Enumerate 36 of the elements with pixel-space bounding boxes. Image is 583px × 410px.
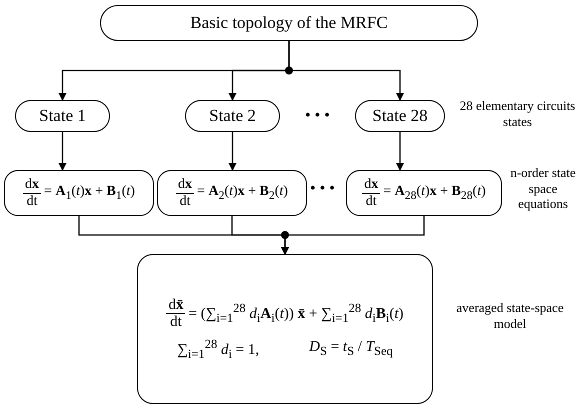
topology-box bbox=[100, 5, 478, 41]
side-note: n-order state space equations bbox=[509, 165, 577, 212]
equation-box bbox=[346, 170, 502, 216]
side-note: 28 elementary circuits states bbox=[458, 98, 576, 130]
fraction-denominator: dt bbox=[366, 194, 377, 209]
model-box bbox=[137, 254, 433, 404]
fraction-denominator: dt bbox=[180, 194, 190, 209]
arrow bbox=[58, 132, 66, 171]
equation: D$_{S}$ = t$_{S}$ / T$_{Seq}$ bbox=[309, 339, 393, 359]
equation: = A$_{28}$(t)x + B$_{28}$(t) bbox=[383, 184, 486, 202]
ellipsis: • • • bbox=[305, 107, 330, 125]
box-label: Basic topology of the MRFC bbox=[190, 13, 388, 33]
box-label: State 28 bbox=[372, 106, 428, 126]
fraction-denominator: dt bbox=[170, 314, 182, 330]
fraction-denominator: dt bbox=[26, 194, 38, 209]
equation-box bbox=[157, 170, 307, 216]
fraction-numerator: dx bbox=[23, 177, 42, 194]
arrow bbox=[288, 41, 404, 101]
arrow bbox=[281, 216, 425, 255]
equation: = A$_{2}$(t)x + B$_{2}$(t) bbox=[197, 184, 288, 202]
fraction-numerator: dx̄ bbox=[166, 296, 186, 314]
ellipsis: • • • bbox=[310, 180, 335, 198]
box-label: State 2 bbox=[209, 106, 256, 126]
equation-box bbox=[4, 170, 154, 216]
box-label: State 1 bbox=[39, 106, 86, 126]
state-box bbox=[355, 100, 445, 132]
state-box bbox=[15, 100, 110, 132]
fraction-numerator: dx bbox=[176, 177, 194, 194]
state-box bbox=[185, 100, 280, 132]
equation: = (∑$_{i=1}$$^{28}$ d$_{i}$A$_{i}$(t)) x̄ + ∑$_{i=1}$$^{28}$ d$_{i}$B$_{i}$(t) bbox=[188, 301, 404, 326]
fraction-numerator: dx bbox=[362, 177, 380, 194]
equation: = A$_{1}$(t)x + B$_{1}$(t) bbox=[44, 184, 135, 202]
arrow bbox=[396, 132, 404, 171]
side-note: averaged state-space model bbox=[455, 300, 565, 332]
equation: ∑$_{i=1}$$^{28}$ d$_{i}$ = 1, bbox=[177, 336, 260, 362]
arrow bbox=[228, 132, 236, 171]
